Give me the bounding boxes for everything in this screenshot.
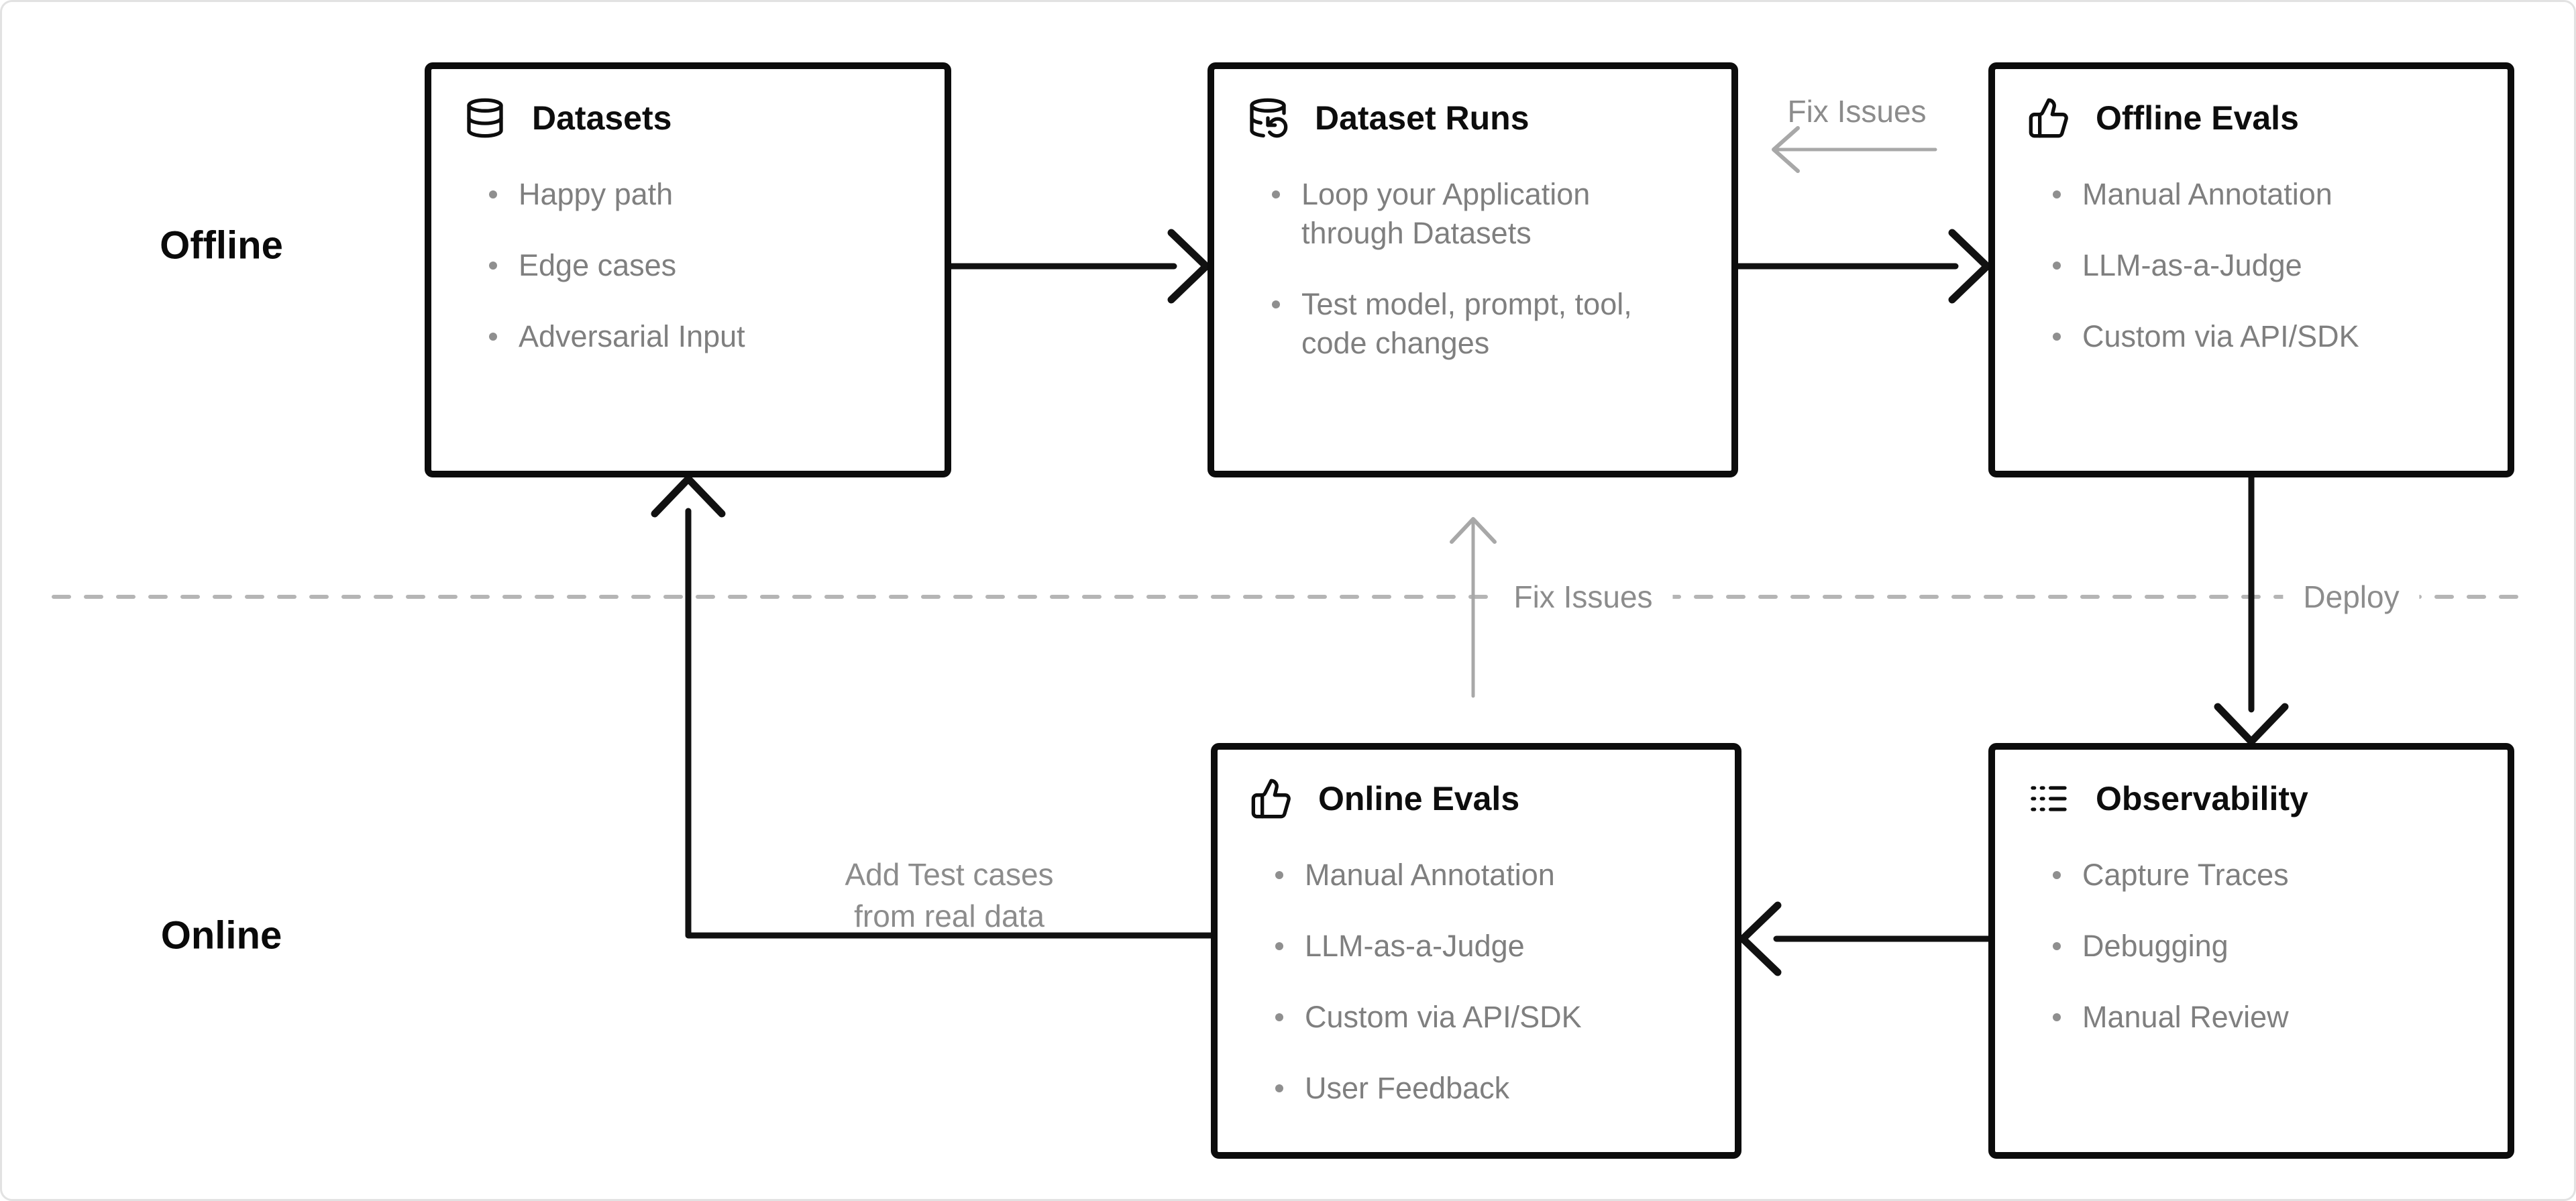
list-item: LLM-as-a-Judge: [1275, 927, 1703, 966]
card-title: Observability: [2096, 780, 2308, 817]
list-item: Adversarial Input: [489, 317, 912, 356]
fix-issues-mid-label: Fix Issues: [1493, 575, 1673, 619]
thumbs-up-icon: [1250, 777, 1293, 820]
card-header: Offline Evals: [2027, 96, 2475, 140]
lane-label-online: Online: [160, 913, 282, 958]
thumbs-up-icon: [2027, 97, 2070, 139]
fix-issues-top-label: Fix Issues: [1787, 94, 1927, 129]
card-header: Datasets: [464, 96, 912, 140]
add-test-cases-label: Add Test cases from real data: [845, 857, 1054, 933]
list-item: LLM-as-a-Judge: [2053, 246, 2475, 285]
list-item: Manual Review: [2053, 998, 2475, 1037]
list-item: Loop your Application through Datasets: [1272, 175, 1699, 253]
card-header: Online Evals: [1250, 777, 1703, 821]
list-item: Edge cases: [489, 246, 912, 285]
card-header: Dataset Runs: [1246, 96, 1699, 140]
dataset-runs-card: Dataset Runs Loop your Application throu…: [1208, 62, 1738, 477]
list-item: Custom via API/SDK: [1275, 998, 1703, 1037]
list-item: Test model, prompt, tool, code changes: [1272, 285, 1699, 363]
list-item: Capture Traces: [2053, 856, 2475, 895]
list-item: Custom via API/SDK: [2053, 317, 2475, 356]
card-title: Dataset Runs: [1315, 99, 1529, 137]
database-icon: [464, 97, 506, 139]
list-item: Debugging: [2053, 927, 2475, 966]
logs-icon: [2027, 777, 2070, 820]
arrow-online-evals-to-datasets: [685, 508, 1214, 939]
card-title: Offline Evals: [2096, 99, 2299, 137]
deploy-label: Deploy: [2283, 575, 2420, 619]
card-header: Observability: [2027, 777, 2475, 821]
list-item: Manual Annotation: [1275, 856, 1703, 895]
card-title: Datasets: [532, 99, 672, 137]
list-item: Happy path: [489, 175, 912, 214]
list-item: User Feedback: [1275, 1069, 1703, 1108]
lane-label-offline: Offline: [160, 223, 283, 268]
card-title: Online Evals: [1318, 780, 1520, 817]
database-backup-icon: [1246, 97, 1289, 139]
list-item: Manual Annotation: [2053, 175, 2475, 214]
